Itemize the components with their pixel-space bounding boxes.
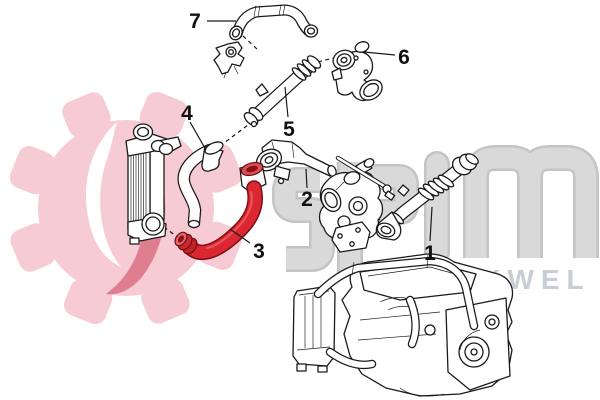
leader-lines <box>189 20 433 244</box>
part-label-3: 3 <box>253 240 265 263</box>
part-label-5: 5 <box>283 118 295 141</box>
red-hose-3-drawing <box>174 161 267 261</box>
part-label-1: 1 <box>424 242 436 265</box>
logo-swirl-white <box>85 122 121 267</box>
part-label-2: 2 <box>301 188 313 211</box>
part-label-4: 4 <box>181 102 193 125</box>
sensor-7-drawing <box>213 41 245 79</box>
hose-1-drawing <box>375 153 479 241</box>
part-label-6: 6 <box>398 46 410 69</box>
part-label-7: 7 <box>189 10 201 33</box>
hose-7-drawing <box>229 4 319 41</box>
intercooler-port-collar <box>150 139 174 156</box>
gear-logo-watermark <box>9 91 243 325</box>
turbocharger-drawing <box>318 158 384 253</box>
hose-4-drawing <box>177 141 224 229</box>
engine-kit-hoses <box>313 254 479 370</box>
pipe-5-drawing <box>243 55 322 128</box>
housing-6-drawing <box>331 41 383 102</box>
intercooler-drawing <box>125 123 182 245</box>
feed-pipe-drawing <box>335 155 396 201</box>
engine-assembly-drawing <box>292 253 514 397</box>
hose-4-funnel <box>201 141 224 172</box>
